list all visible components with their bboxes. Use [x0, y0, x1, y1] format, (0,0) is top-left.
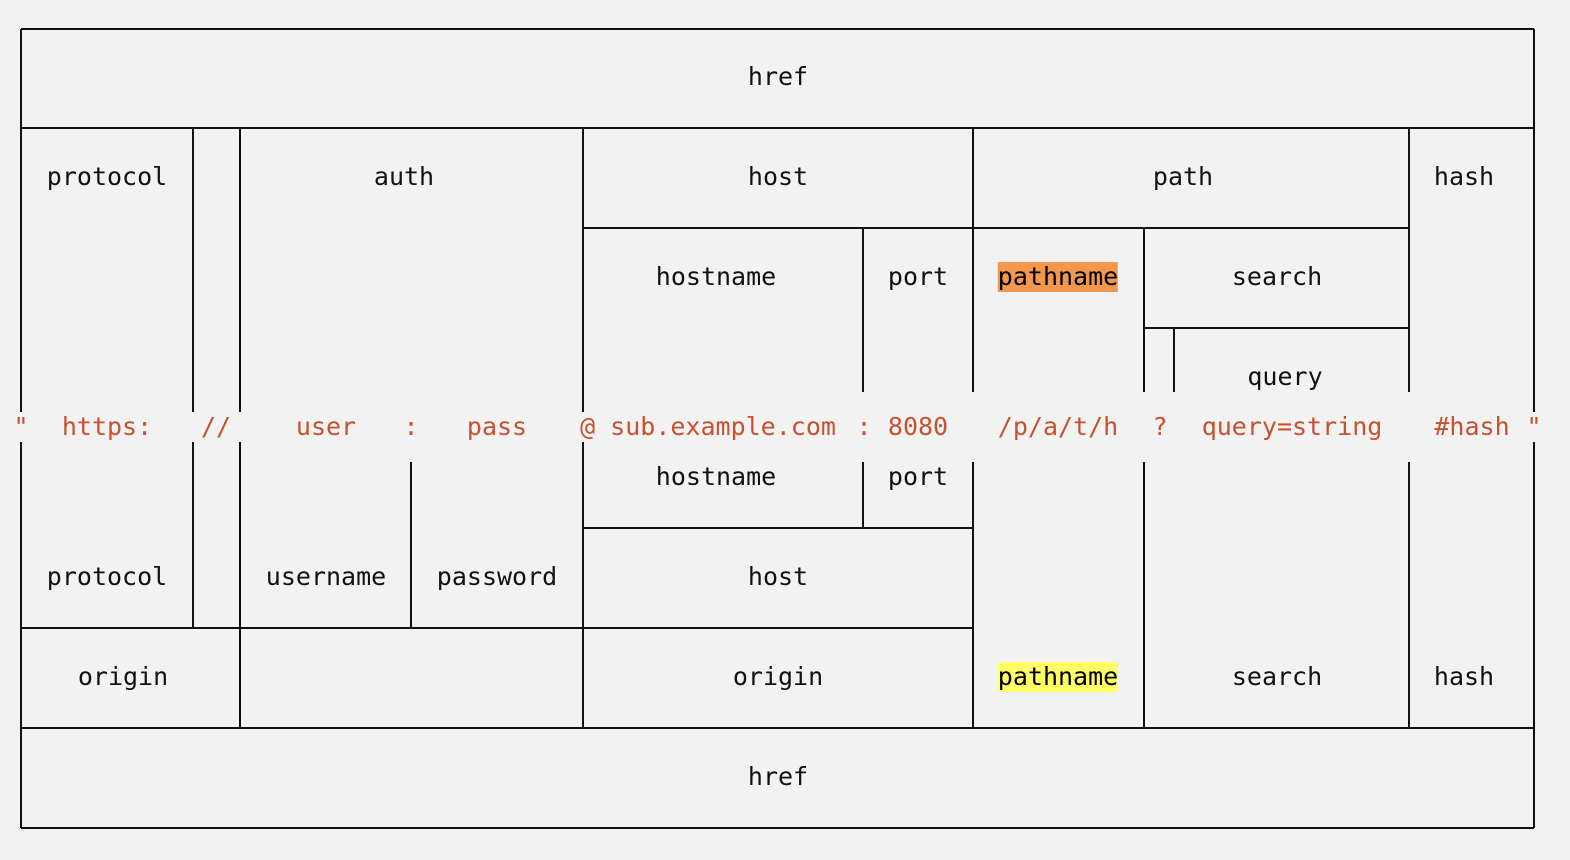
label-search-bottom: search — [1231, 662, 1323, 691]
label-origin-left: origin — [77, 662, 169, 691]
url-port: 8080 — [887, 412, 949, 441]
url-protocol: https: — [61, 412, 153, 441]
label-protocol-bottom: protocol — [46, 562, 168, 591]
label-pathname-bottom: pathname — [997, 662, 1119, 692]
label-port-bottom: port — [887, 462, 949, 491]
url-pathname: /p/a/t/h — [997, 412, 1119, 441]
label-query: query — [1247, 362, 1323, 391]
label-origin-right: origin — [732, 662, 824, 691]
label-password: password — [436, 562, 558, 591]
url-colon-port: : — [856, 412, 872, 441]
url-username: user — [295, 412, 357, 441]
url-query: query=string — [1201, 412, 1383, 441]
label-port-top: port — [887, 262, 949, 291]
label-hostname-bottom: hostname — [655, 462, 777, 491]
url-question-mark: ? — [1152, 412, 1168, 441]
url-hash: #hash — [1434, 412, 1510, 441]
label-href-top: href — [747, 62, 809, 91]
label-href-bottom: href — [747, 762, 809, 791]
label-pathname-top: pathname — [997, 262, 1119, 292]
url-colon-auth: : — [403, 412, 419, 441]
label-hostname-top: hostname — [655, 262, 777, 291]
url-quote-close: " — [1526, 412, 1542, 441]
label-search-top: search — [1231, 262, 1323, 291]
url-password: pass — [466, 412, 528, 441]
label-host-top: host — [747, 162, 809, 191]
label-hash-top: hash — [1433, 162, 1495, 191]
url-at-hostname: @ sub.example.com — [580, 412, 836, 441]
url-slashes: // — [200, 412, 232, 441]
label-hash-bottom: hash — [1433, 662, 1495, 691]
label-host-bottom: host — [747, 562, 809, 591]
label-protocol-top: protocol — [46, 162, 168, 191]
label-path: path — [1152, 162, 1214, 191]
label-auth: auth — [373, 162, 435, 191]
label-username: username — [265, 562, 387, 591]
url-quote-open: " — [13, 412, 29, 441]
